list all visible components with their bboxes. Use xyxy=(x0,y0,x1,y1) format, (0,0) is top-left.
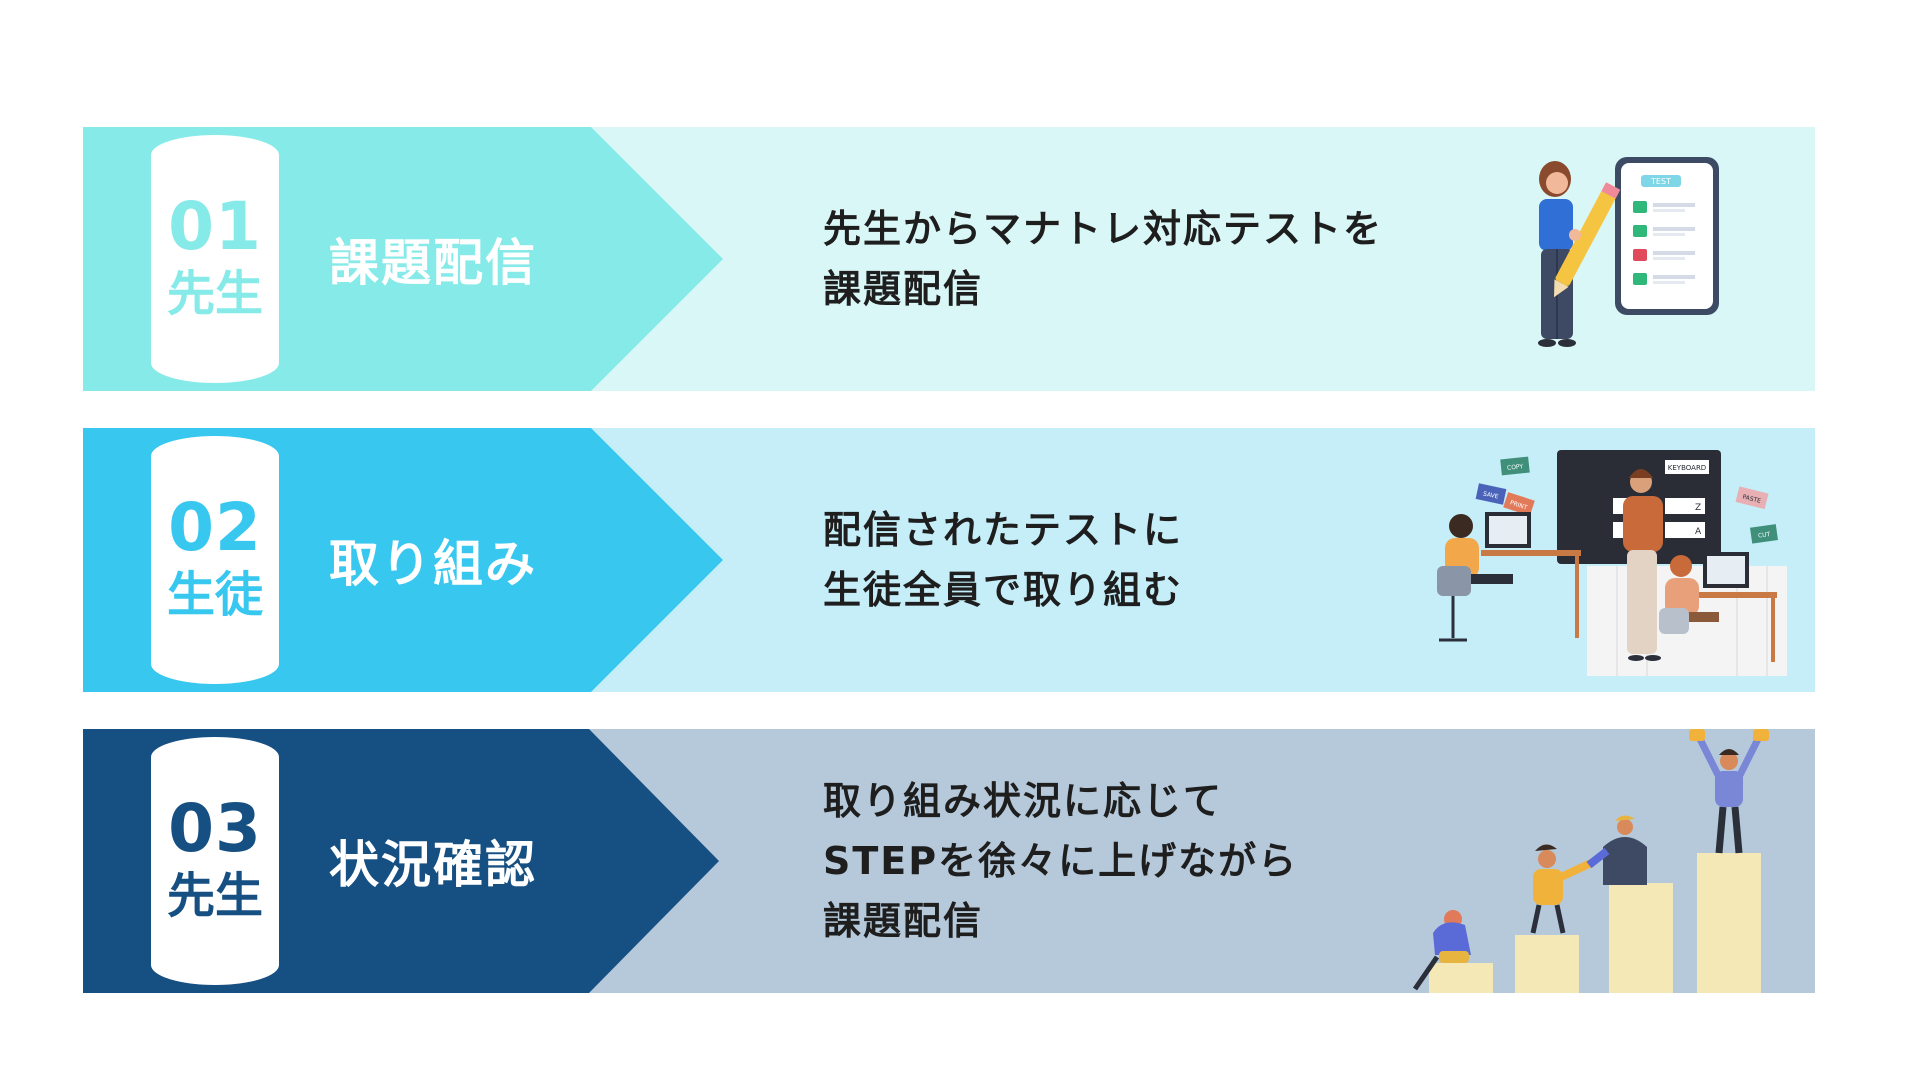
step-2-badge: 02 生徒 xyxy=(151,436,279,684)
description-line: 課題配信 xyxy=(823,267,984,311)
step-row-2: 02 生徒 取り組み 配信されたテストに 生徒全員で取り組む KEYBOARD … xyxy=(83,428,1815,692)
step-number: 03 xyxy=(168,790,262,868)
sticker-label: PASTE xyxy=(1742,494,1762,505)
sticker-label: COPY xyxy=(1507,463,1524,472)
step-title: 取り組み xyxy=(329,535,537,593)
test-label: TEST xyxy=(1650,177,1671,186)
step-description: 配信されたテストに 生徒全員で取り組む xyxy=(823,428,1183,692)
teacher-with-pencil-and-test-phone-icon: TEST xyxy=(1538,157,1719,347)
people-climbing-steps-icon xyxy=(1412,729,1769,993)
step-row-1: 01 先生 課題配信 先生からマナトレ対応テストを 課題配信 TEST xyxy=(83,127,1815,391)
step-number: 01 xyxy=(168,188,262,266)
step-description: 取り組み状況に応じて STEPを徐々に上げながら 課題配信 xyxy=(823,729,1298,993)
description-line: 取り組み状況に応じて xyxy=(823,779,1224,823)
board-label: KEYBOARD xyxy=(1668,464,1706,472)
description-line: 課題配信 xyxy=(823,899,984,943)
description-line: 配信されたテストに xyxy=(823,508,1184,552)
step-number: 02 xyxy=(168,489,262,567)
step-role: 先生 xyxy=(166,266,263,323)
step-role: 先生 xyxy=(166,868,263,925)
step-description: 先生からマナトレ対応テストを 課題配信 xyxy=(823,127,1383,391)
step-row-3: 03 先生 状況確認 取り組み状況に応じて STEPを徐々に上げながら 課題配信 xyxy=(83,729,1815,993)
step-1-badge: 01 先生 xyxy=(151,135,279,383)
sticker-label: CUT xyxy=(1758,531,1771,540)
sticker-label: SAVE xyxy=(1482,490,1499,500)
description-line: STEPを徐々に上げながら xyxy=(823,839,1299,883)
classroom-computers-keyboard-lesson-icon: KEYBOARD S Z V A COPY SAVE PRINT PASTE C… xyxy=(1437,450,1787,676)
step-3-badge: 03 先生 xyxy=(151,737,279,985)
step-role: 生徒 xyxy=(166,567,263,624)
description-line: 先生からマナトレ対応テストを xyxy=(823,207,1384,251)
key-label: Z xyxy=(1695,503,1701,513)
key-label: A xyxy=(1695,527,1702,537)
step-title: 課題配信 xyxy=(329,234,537,292)
step-title: 状況確認 xyxy=(329,836,537,894)
description-line: 生徒全員で取り組む xyxy=(823,568,1184,612)
